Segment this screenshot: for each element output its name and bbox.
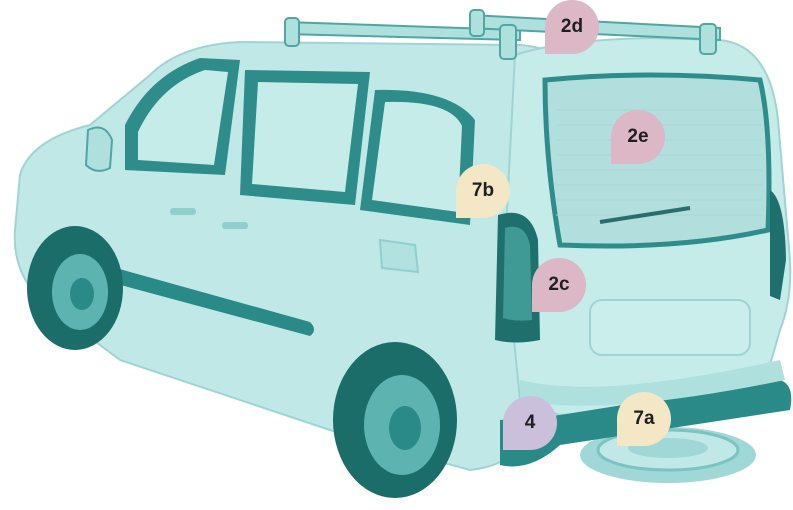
callout-2c: 2c <box>532 258 586 312</box>
callout-2d: 2d <box>545 0 599 54</box>
number-plate-recess <box>590 300 750 355</box>
callout-2c-label: 2c <box>548 274 569 296</box>
rear-window <box>545 75 769 246</box>
callout-2e: 2e <box>611 110 665 164</box>
callout-7a: 7a <box>617 392 671 446</box>
callout-2d-label: 2d <box>561 16 583 38</box>
callout-7b: 7b <box>456 164 510 218</box>
front-wheel <box>27 226 123 350</box>
rear-wheel <box>333 342 457 498</box>
callout-4-label: 4 <box>525 412 536 434</box>
door-handle-front <box>170 208 196 215</box>
callout-7b-label: 7b <box>472 180 494 202</box>
callout-4: 4 <box>503 396 557 450</box>
callout-7a-label: 7a <box>633 408 654 430</box>
side-mirror <box>86 128 112 171</box>
fuel-flap <box>380 240 418 272</box>
door-handle-rear <box>222 222 248 229</box>
callout-2e-label: 2e <box>627 126 648 148</box>
